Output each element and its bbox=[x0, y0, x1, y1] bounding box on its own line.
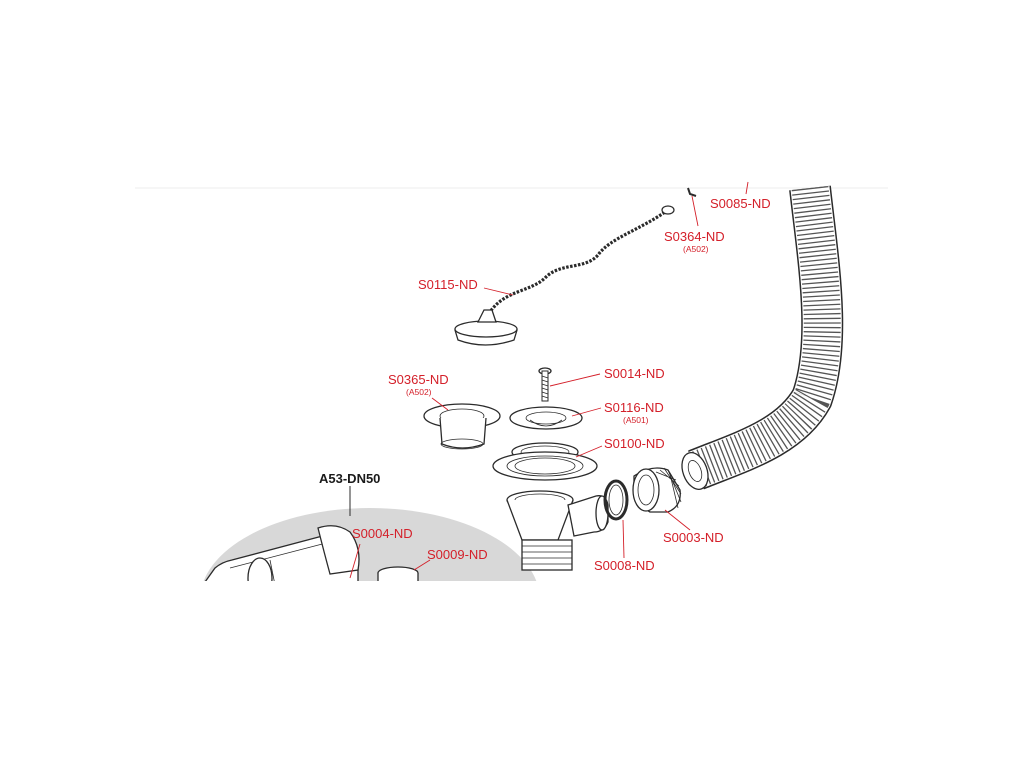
flange-s0365 bbox=[423, 403, 501, 450]
part-labels: S0085-ND S0364-ND (A502) S0115-ND S0365-… bbox=[319, 196, 771, 573]
screw-s0014 bbox=[538, 367, 552, 402]
label-s0364: S0364-ND bbox=[664, 229, 725, 244]
label-s0014: S0014-ND bbox=[604, 366, 665, 381]
label-s0009: S0009-ND bbox=[427, 547, 488, 562]
label-s0365-sub: (A502) bbox=[406, 387, 432, 397]
ring-s0008 bbox=[603, 479, 629, 521]
ring-s0009 bbox=[377, 566, 419, 581]
nut-s0003 bbox=[632, 467, 682, 513]
flange-s0116 bbox=[509, 406, 583, 430]
label-s0116: S0116-ND bbox=[604, 400, 664, 415]
label-s0008: S0008-ND bbox=[594, 558, 655, 573]
assembly-highlight-group bbox=[203, 508, 537, 581]
leader-lines bbox=[349, 181, 749, 579]
assembly-pipe bbox=[204, 525, 360, 581]
corrugated-hose bbox=[681, 185, 844, 490]
label-s0003: S0003-ND bbox=[663, 530, 724, 545]
label-s0100: S0100-ND bbox=[604, 436, 665, 451]
chain-plug bbox=[454, 205, 675, 346]
assembly-label: A53-DN50 bbox=[319, 471, 380, 486]
label-s0364-sub: (A502) bbox=[683, 244, 709, 254]
label-s0004: S0004-ND bbox=[352, 526, 413, 541]
small-fitting-s0364 bbox=[687, 187, 697, 197]
label-s0115: S0115-ND bbox=[418, 277, 478, 292]
label-s0365: S0365-ND bbox=[388, 372, 449, 387]
label-s0085: S0085-ND bbox=[710, 196, 771, 211]
gasket-s0100 bbox=[492, 442, 598, 481]
label-s0116-sub: (A501) bbox=[623, 415, 649, 425]
drain-body bbox=[506, 490, 609, 571]
